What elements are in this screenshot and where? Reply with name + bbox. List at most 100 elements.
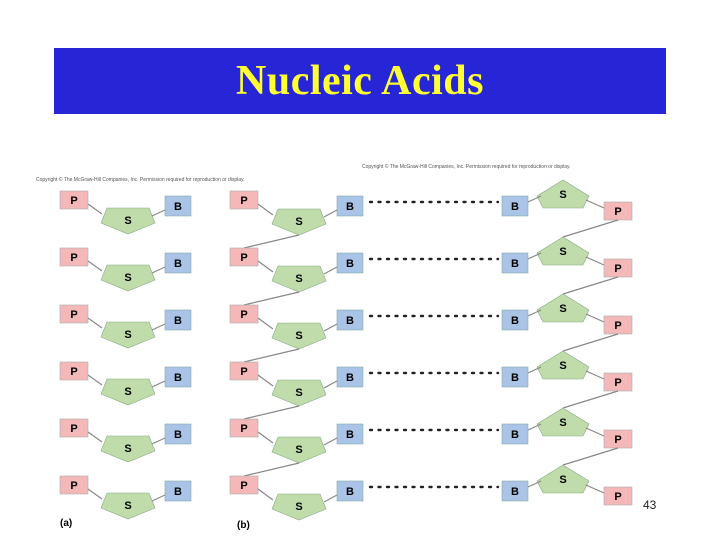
- backbone-b-right-3: [562, 333, 619, 352]
- backbone-b-left-2: [243, 291, 300, 306]
- bond-b-right-bs-4: [527, 366, 542, 374]
- sugar-a-6-label: S: [124, 500, 131, 512]
- phosphate-b-right-1-label: P: [614, 206, 621, 218]
- backbone-b-left-1: [243, 234, 300, 249]
- bond-b-sb-1: [323, 209, 338, 218]
- base-b-2: [336, 252, 364, 274]
- bond-b-sb-5: [323, 437, 338, 446]
- base-a-6: [164, 480, 192, 502]
- base-a-5-label: B: [174, 429, 182, 441]
- phosphate-b-5-label: P: [240, 423, 247, 435]
- sugar-b-2-label: S: [295, 273, 302, 285]
- base-a-3: [164, 309, 192, 331]
- sugar-b-right-4-label: S: [559, 360, 566, 372]
- phosphate-b-right-6: [603, 486, 633, 506]
- base-b-right-5-label: B: [511, 429, 519, 441]
- bond-b-right-bs-6: [527, 480, 542, 488]
- sugar-b-right-3: [536, 293, 590, 323]
- bond-b-ps-2: [257, 260, 274, 273]
- bond-b-sb-6: [323, 494, 338, 503]
- bond-a-sb-5: [151, 437, 166, 445]
- phosphate-a-5: [59, 418, 89, 438]
- sugar-a-5: [100, 435, 156, 463]
- base-b-5: [336, 423, 364, 445]
- phosphate-b-right-4-label: P: [614, 377, 621, 389]
- bond-a-ps-1: [87, 203, 103, 215]
- phosphate-b-1: [229, 190, 259, 210]
- bond-b-sb-3: [323, 323, 338, 332]
- phosphate-a-6-label: P: [70, 480, 77, 492]
- base-b-right-3: [501, 309, 529, 331]
- phosphate-a-6: [59, 475, 89, 495]
- bond-a-sb-1: [151, 209, 166, 217]
- base-b-right-1: [501, 195, 529, 217]
- sugar-b-4: [271, 379, 327, 407]
- sugar-b-right-1-label: S: [559, 189, 566, 201]
- backbone-b-right-2: [562, 276, 619, 295]
- phosphate-a-2: [59, 247, 89, 267]
- phosphate-b-right-5-label: P: [614, 434, 621, 446]
- phosphate-b-6: [229, 475, 259, 495]
- sugar-b-2: [271, 265, 327, 293]
- sugar-a-4: [100, 378, 156, 406]
- phosphate-b-3-label: P: [240, 309, 247, 321]
- base-b-right-3-label: B: [511, 315, 519, 327]
- bond-b-right-bs-2: [527, 252, 542, 260]
- sugar-b-1: [271, 208, 327, 236]
- sugar-b-3-label: S: [295, 330, 302, 342]
- phosphate-b-1-label: P: [240, 195, 247, 207]
- phosphate-b-right-3-label: P: [614, 320, 621, 332]
- copyright-notice-right: Copyright © The McGraw-Hill Companies, I…: [362, 164, 571, 170]
- sugar-a-1: [100, 207, 156, 235]
- sugar-a-3: [100, 321, 156, 349]
- base-b-6-label: B: [346, 486, 354, 498]
- phosphate-b-4-label: P: [240, 366, 247, 378]
- base-a-6-label: B: [174, 486, 182, 498]
- bond-a-sb-3: [151, 323, 166, 331]
- phosphate-b-right-2-label: P: [614, 263, 621, 275]
- sugar-b-6: [271, 493, 327, 521]
- phosphate-b-4: [229, 361, 259, 381]
- base-b-4: [336, 366, 364, 388]
- sugar-a-6: [100, 492, 156, 520]
- phosphate-a-3-label: P: [70, 309, 77, 321]
- sugar-b-right-4: [536, 350, 590, 380]
- bond-b-right-sp-2: [585, 256, 605, 266]
- sugar-b-right-5-label: S: [559, 417, 566, 429]
- base-b-3-label: B: [346, 315, 354, 327]
- bond-a-ps-6: [87, 488, 103, 500]
- sugar-b-right-5: [536, 407, 590, 437]
- bond-b-right-bs-1: [527, 195, 542, 203]
- base-a-1-label: B: [174, 201, 182, 213]
- bond-b-right-bs-5: [527, 423, 542, 431]
- phosphate-a-1-label: P: [70, 195, 77, 207]
- base-b-5-label: B: [346, 429, 354, 441]
- bond-a-sb-2: [151, 266, 166, 274]
- backbone-b-left-5: [243, 462, 300, 477]
- phosphate-a-5-label: P: [70, 423, 77, 435]
- base-a-2-label: B: [174, 258, 182, 270]
- sugar-b-1-label: S: [295, 216, 302, 228]
- base-b-right-6-label: B: [511, 486, 519, 498]
- bond-b-right-sp-5: [585, 427, 605, 437]
- sugar-b-5-label: S: [295, 444, 302, 456]
- panel-label-b: (b): [237, 520, 250, 531]
- bond-a-ps-2: [87, 260, 103, 272]
- backbone-b-right-4: [562, 390, 619, 409]
- sugar-b-5: [271, 436, 327, 464]
- bond-b-right-sp-3: [585, 313, 605, 323]
- base-a-5: [164, 423, 192, 445]
- base-b-right-6: [501, 480, 529, 502]
- base-b-right-1-label: B: [511, 201, 519, 213]
- phosphate-a-3: [59, 304, 89, 324]
- base-a-1: [164, 195, 192, 217]
- base-a-2: [164, 252, 192, 274]
- bond-a-ps-3: [87, 317, 103, 329]
- base-b-3: [336, 309, 364, 331]
- base-b-2-label: B: [346, 258, 354, 270]
- bond-a-sb-4: [151, 380, 166, 388]
- copyright-notice-left: Copyright © The McGraw-Hill Companies, I…: [36, 177, 245, 183]
- backbone-b-left-3: [243, 348, 300, 363]
- bond-b-right-sp-1: [585, 199, 605, 209]
